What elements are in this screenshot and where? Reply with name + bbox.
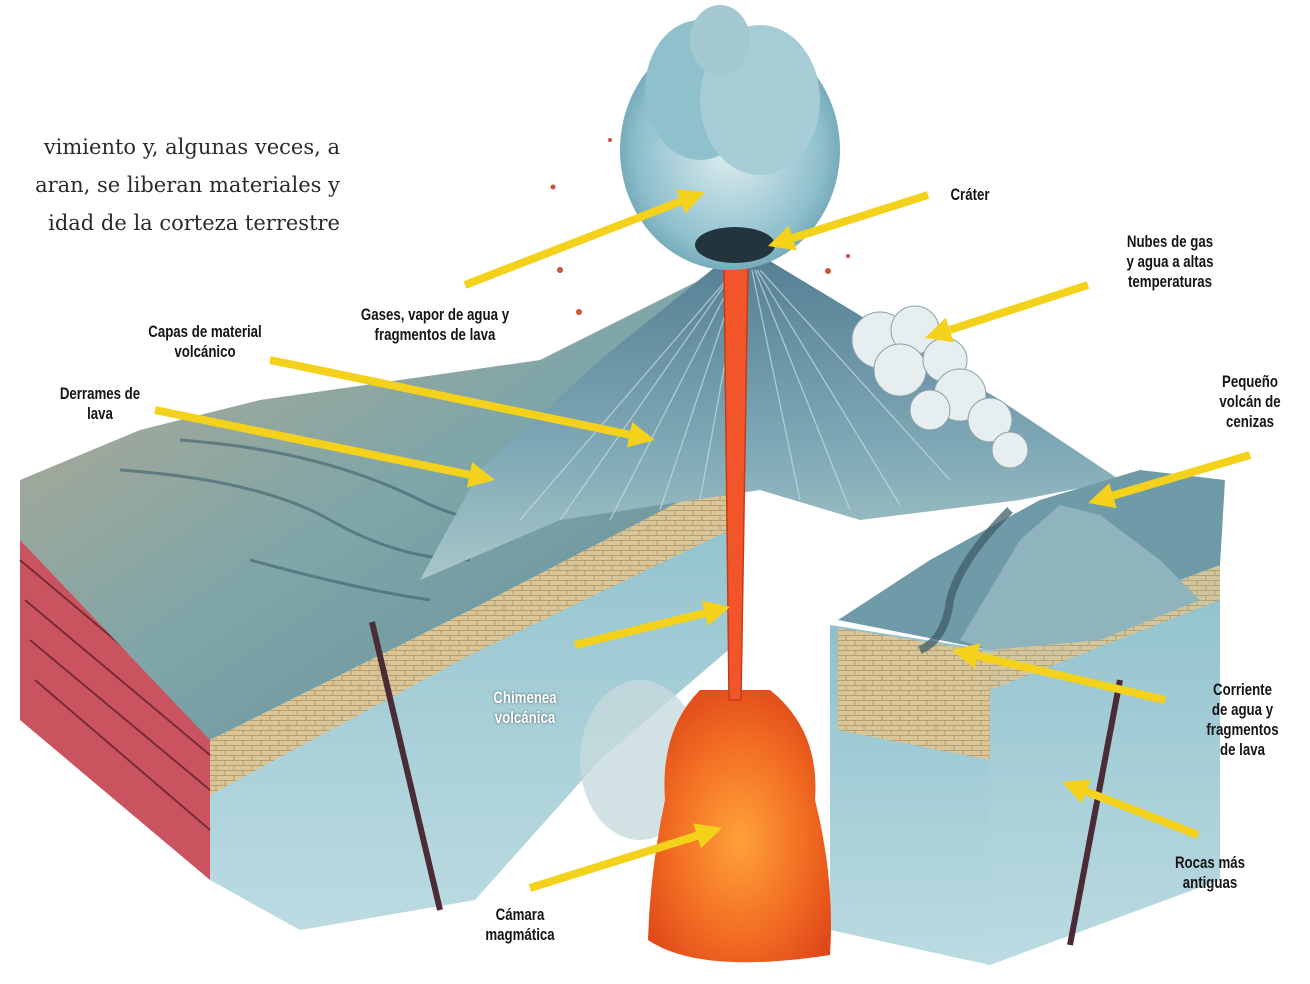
label-line: y agua a altas [1115,252,1224,272]
label-gases: Gases, vapor de agua y fragmentos de lav… [353,305,517,345]
label-derrames: Derrames de lava [49,384,150,424]
label-camara: Cámara magmática [473,905,567,945]
label-line: Cráter [939,185,1001,205]
label-line: lava [49,404,150,424]
label-line: Pequeño [1207,372,1293,392]
label-nubes: Nubes de gas y agua a altas temperaturas [1115,232,1224,292]
label-line: fragmentos de lava [353,325,517,345]
label-chimenea: Chimenea volcánica [470,688,579,728]
label-line: volcánico [139,342,272,362]
label-crater: Cráter [939,185,1001,205]
label-line: temperaturas [1115,272,1224,292]
arrow-nubes [925,285,1088,342]
label-line: Derrames de [49,384,150,404]
label-line: Cámara [473,905,567,925]
volcanic-chimney [724,265,748,700]
label-line: de lava [1194,740,1292,760]
label-line: Gases, vapor de agua y [353,305,517,325]
label-line: Rocas más [1163,853,1257,873]
label-line: volcánica [470,708,579,728]
label-line: antiguas [1163,873,1257,893]
label-line: Nubes de gas [1115,232,1224,252]
label-line: volcán de [1207,392,1293,412]
label-line: de agua y [1194,700,1292,720]
label-line: Corriente [1194,680,1292,700]
label-line: Capas de material [139,322,272,342]
label-pequeno: Pequeño volcán de cenizas [1207,372,1293,432]
label-capas: Capas de material volcánico [139,322,272,362]
label-line: fragmentos [1194,720,1292,740]
magma-chamber [648,690,831,962]
label-corriente: Corriente de agua y fragmentos de lava [1194,680,1292,760]
label-line: Chimenea [470,688,579,708]
label-line: magmática [473,925,567,945]
label-rocas: Rocas más antiguas [1163,853,1257,893]
label-line: cenizas [1207,412,1293,432]
